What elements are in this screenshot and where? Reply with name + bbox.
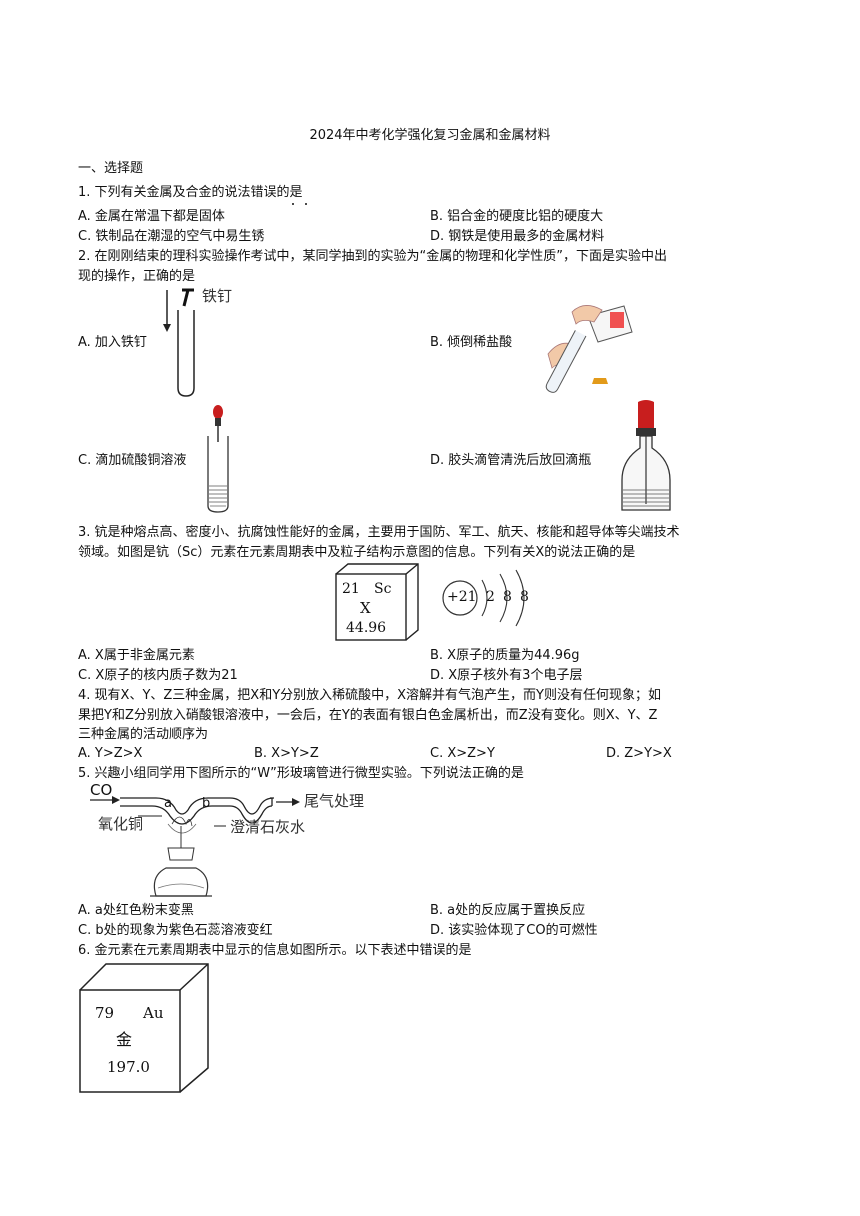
q4-option-a[interactable]: A. Y>Z>X bbox=[78, 746, 143, 761]
q4-option-c[interactable]: C. X>Z>Y bbox=[430, 746, 495, 761]
q6-stem: 6. 金元素在元素周期表中显示的信息如图所示。以下表述中错误的是 bbox=[78, 943, 472, 958]
q5-stem: 5. 兴趣小组同学用下图所示的“W”形玻璃管进行微型实验。下列说法正确的是 bbox=[78, 766, 524, 781]
q4-stem-line1: 4. 现有X、Y、Z三种金属，把X和Y分别放入稀硫酸中，X溶解并有气泡产生，而Y… bbox=[78, 688, 661, 703]
dropper-over-tube-figure bbox=[207, 405, 229, 513]
scandium-element-cell bbox=[335, 563, 419, 641]
copper-oxide-label: 氧化铜 bbox=[98, 815, 144, 833]
shell-2-electrons: 8 bbox=[503, 589, 512, 605]
q5-option-a[interactable]: A. a处红色粉末变黑 bbox=[78, 903, 194, 918]
q4-stem-line3: 三种金属的活动顺序为 bbox=[78, 727, 209, 742]
sc-element-symbol: Sc bbox=[374, 581, 392, 597]
au-element-symbol: Au bbox=[143, 1004, 164, 1022]
q3-option-d[interactable]: D. X原子核外有3个电子层 bbox=[430, 668, 583, 683]
section-heading: 一、选择题 bbox=[78, 161, 144, 176]
emphasis-dot bbox=[292, 203, 294, 205]
au-element-name: 金 bbox=[116, 1030, 133, 1049]
q3-option-b[interactable]: B. X原子的质量为44.96g bbox=[430, 648, 580, 663]
page-title: 2024年中考化学强化复习金属和金属材料 bbox=[309, 128, 551, 143]
q2-stem-line1: 2. 在刚刚结束的理科实验操作考试中，某同学抽到的实验为“金属的物理和化学性质”… bbox=[78, 249, 668, 264]
a-label: a bbox=[164, 796, 172, 811]
pouring-acid-figure bbox=[545, 305, 633, 393]
tail-gas-label: 尾气处理 bbox=[304, 792, 365, 810]
q3-option-c[interactable]: C. X原子的核内质子数为21 bbox=[78, 668, 238, 683]
q2-option-a[interactable]: A. 加入铁钉 bbox=[78, 335, 147, 350]
nail-label: 铁钉 bbox=[202, 287, 233, 305]
q5-option-b[interactable]: B. a处的反应属于置换反应 bbox=[430, 903, 586, 918]
dropper-bottle-figure bbox=[621, 400, 671, 511]
q4-option-b[interactable]: B. X>Y>Z bbox=[254, 746, 319, 761]
q1-option-a[interactable]: A. 金属在常温下都是固体 bbox=[78, 209, 225, 224]
q5-option-d[interactable]: D. 该实验体现了CO的可燃性 bbox=[430, 923, 598, 938]
b-label: b bbox=[202, 796, 211, 811]
q1-option-c[interactable]: C. 铁制品在潮湿的空气中易生锈 bbox=[78, 229, 265, 244]
au-atomic-mass: 197.0 bbox=[107, 1058, 150, 1076]
q4-stem-line2: 果把Y和Z分别放入硝酸银溶液中，一会后，在Y的表面有银白色金属析出，而Z没有变化… bbox=[78, 708, 658, 723]
sc-element-name: X bbox=[360, 599, 371, 617]
au-atomic-number: 79 bbox=[95, 1004, 115, 1022]
q2-option-b[interactable]: B. 倾倒稀盐酸 bbox=[430, 335, 513, 350]
q1-stem: 1. 下列有关金属及合金的说法错误的是 bbox=[78, 185, 303, 200]
co-label: CO bbox=[90, 781, 113, 799]
test-tube-nail-figure bbox=[163, 288, 195, 397]
q3-stem-line2: 领域。如图是钪（Sc）元素在元素周期表中及粒子结构示意图的信息。下列有关X的说法… bbox=[78, 545, 636, 560]
shell-1-electrons: 2 bbox=[486, 589, 495, 605]
nucleus-charge: +21 bbox=[447, 589, 477, 605]
q2-option-d[interactable]: D. 胶头滴管清洗后放回滴瓶 bbox=[430, 453, 592, 468]
q5-option-c[interactable]: C. b处的现象为紫色石蕊溶液变红 bbox=[78, 923, 273, 938]
q3-option-a[interactable]: A. X属于非金属元素 bbox=[78, 648, 195, 663]
q1-option-d[interactable]: D. 钢铁是使用最多的金属材料 bbox=[430, 229, 605, 244]
shell-3-electrons: 8 bbox=[520, 589, 529, 605]
limewater-label: 澄清石灰水 bbox=[230, 818, 306, 836]
q4-option-d[interactable]: D. Z>Y>X bbox=[606, 746, 672, 761]
emphasis-dot bbox=[305, 203, 307, 205]
sc-atomic-number: 21 bbox=[342, 581, 360, 597]
q1-option-b[interactable]: B. 铝合金的硬度比铝的硬度大 bbox=[430, 209, 604, 224]
w-tube-apparatus-figure bbox=[90, 796, 300, 897]
atomic-structure-diagram bbox=[442, 569, 525, 627]
sc-atomic-mass: 44.96 bbox=[346, 620, 387, 636]
gold-element-cell bbox=[79, 963, 209, 1093]
q2-option-c[interactable]: C. 滴加硫酸铜溶液 bbox=[78, 453, 187, 468]
q3-stem-line1: 3. 钪是种熔点高、密度小、抗腐蚀性能好的金属，主要用于国防、军工、航天、核能和… bbox=[78, 525, 680, 540]
q2-stem-line2: 现的操作，正确的是 bbox=[78, 269, 196, 284]
